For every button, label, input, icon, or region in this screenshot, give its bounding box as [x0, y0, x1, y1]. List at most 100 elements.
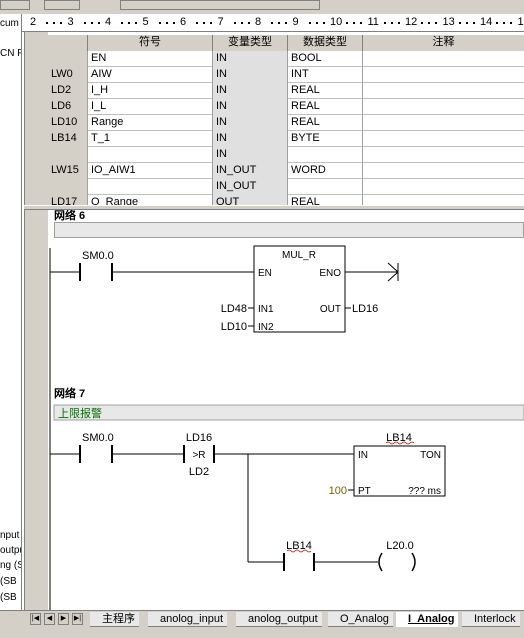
tree-item[interactable]: (SB [0, 592, 17, 603]
header-var-type: 变量类型 [213, 35, 288, 51]
tab-i-analog[interactable]: I_Analog [396, 612, 459, 627]
cell-comment[interactable] [363, 163, 524, 179]
cell-data-type[interactable]: INT [288, 67, 363, 83]
ruler-tick [121, 22, 123, 24]
cell-var-type[interactable]: IN_OUT [213, 179, 288, 195]
ladder-editor[interactable]: 网络 6 SM0.0 MUL_R EN ENO IN1 IN2 OUT LD48… [48, 210, 524, 610]
cell-symbol[interactable]: I_L [88, 99, 213, 115]
cell-data-type[interactable]: REAL [288, 195, 363, 205]
cell-addr[interactable] [48, 51, 88, 67]
cell-data-type[interactable]: REAL [288, 99, 363, 115]
time-label: ??? ms [408, 486, 441, 497]
splitter[interactable] [24, 205, 524, 210]
toolbar-group[interactable] [120, 0, 320, 10]
cell-var-type[interactable]: IN [213, 147, 288, 163]
table-row[interactable]: IN [48, 147, 524, 163]
first-tab-button[interactable]: |◀ [30, 613, 41, 625]
tab-main[interactable]: 主程序 [90, 612, 139, 627]
ruler-tick [83, 22, 86, 24]
cell-symbol[interactable]: IO_AIW1 [88, 163, 213, 179]
tree-item[interactable]: ng (SI [0, 560, 21, 571]
header-addr [48, 35, 88, 51]
ruler-tick [53, 22, 55, 24]
tab-o-analog[interactable]: O_Analog [328, 612, 393, 627]
tab-anolog-input[interactable]: anolog_input [148, 612, 228, 627]
cell-var-type[interactable]: OUT [213, 195, 288, 205]
toolbar-button[interactable] [44, 0, 80, 10]
tree-item[interactable]: cum [0, 18, 19, 29]
cell-var-type[interactable]: IN [213, 99, 288, 115]
cell-comment[interactable] [363, 99, 524, 115]
cell-comment[interactable] [363, 51, 524, 67]
cell-symbol[interactable]: I_H [88, 83, 213, 99]
next-tab-button[interactable]: ▶ [58, 613, 69, 625]
cell-addr[interactable]: LD2 [48, 83, 88, 99]
cell-data-type[interactable]: WORD [288, 163, 363, 179]
cell-data-type[interactable]: REAL [288, 115, 363, 131]
project-tree-panel: cum CN F nput outpu ng (SI (SB (SB [0, 14, 22, 624]
ruler-tick [135, 22, 137, 24]
cell-data-type[interactable] [288, 147, 363, 163]
last-tab-button[interactable]: ▶| [72, 613, 83, 625]
cell-data-type[interactable] [288, 179, 363, 195]
tab-anolog-output[interactable]: anolog_output [236, 612, 322, 627]
cell-symbol[interactable]: T_1 [88, 131, 213, 147]
cell-addr[interactable]: LB14 [48, 131, 88, 147]
ton-label: TON [420, 450, 441, 461]
ruler-tick [240, 22, 243, 24]
tree-item[interactable]: nput [0, 530, 20, 541]
cell-addr[interactable] [48, 179, 88, 195]
table-row[interactable]: IN_OUT [48, 179, 524, 195]
cell-addr[interactable]: LW0 [48, 67, 88, 83]
cell-comment[interactable] [363, 83, 524, 99]
cell-symbol[interactable]: EN [88, 51, 213, 67]
cell-data-type[interactable]: BYTE [288, 131, 363, 147]
cell-var-type[interactable]: IN [213, 83, 288, 99]
cell-var-type[interactable]: IN [213, 67, 288, 83]
pt-value: 100 [329, 485, 347, 497]
tab-label: O_Analog [340, 613, 389, 625]
cell-comment[interactable] [363, 147, 524, 163]
ruler-tick [271, 22, 273, 24]
tree-item[interactable]: outpu [0, 545, 21, 556]
prev-tab-button[interactable]: ◀ [44, 613, 55, 625]
cell-symbol[interactable]: AIW [88, 67, 213, 83]
cell-addr[interactable] [48, 147, 88, 163]
cell-addr[interactable]: LW15 [48, 163, 88, 179]
cell-var-type[interactable]: IN_OUT [213, 163, 288, 179]
tree-item[interactable]: (SB [0, 576, 17, 587]
cell-symbol[interactable]: O_Range [88, 195, 213, 205]
cell-symbol[interactable] [88, 179, 213, 195]
cell-addr[interactable]: LD6 [48, 99, 88, 115]
tree-item[interactable]: CN F [0, 48, 22, 59]
cell-comment[interactable] [363, 131, 524, 147]
cell-symbol[interactable]: Range [88, 115, 213, 131]
toolbar-button[interactable] [0, 0, 30, 10]
cell-var-type[interactable]: IN [213, 51, 288, 67]
in1-operand: LD48 [221, 303, 247, 315]
cell-symbol[interactable] [88, 147, 213, 163]
ruler-tick [158, 22, 161, 24]
cell-comment[interactable] [363, 115, 524, 131]
cell-comment[interactable] [363, 67, 524, 83]
cell-data-type[interactable]: REAL [288, 83, 363, 99]
cell-comment[interactable] [363, 179, 524, 195]
ruler-tick [233, 22, 236, 24]
pou-tab-bar: |◀ ◀ ▶ ▶| 主程序 anolog_input anolog_output… [0, 610, 524, 638]
cell-data-type[interactable]: BOOL [288, 51, 363, 67]
cell-comment[interactable] [363, 195, 524, 205]
cell-var-type[interactable]: IN [213, 115, 288, 131]
cell-var-type[interactable]: IN [213, 131, 288, 147]
tab-interlock[interactable]: Interlock [462, 612, 520, 627]
cell-addr[interactable]: LD17 [48, 195, 88, 205]
cell-addr[interactable]: LD10 [48, 115, 88, 131]
